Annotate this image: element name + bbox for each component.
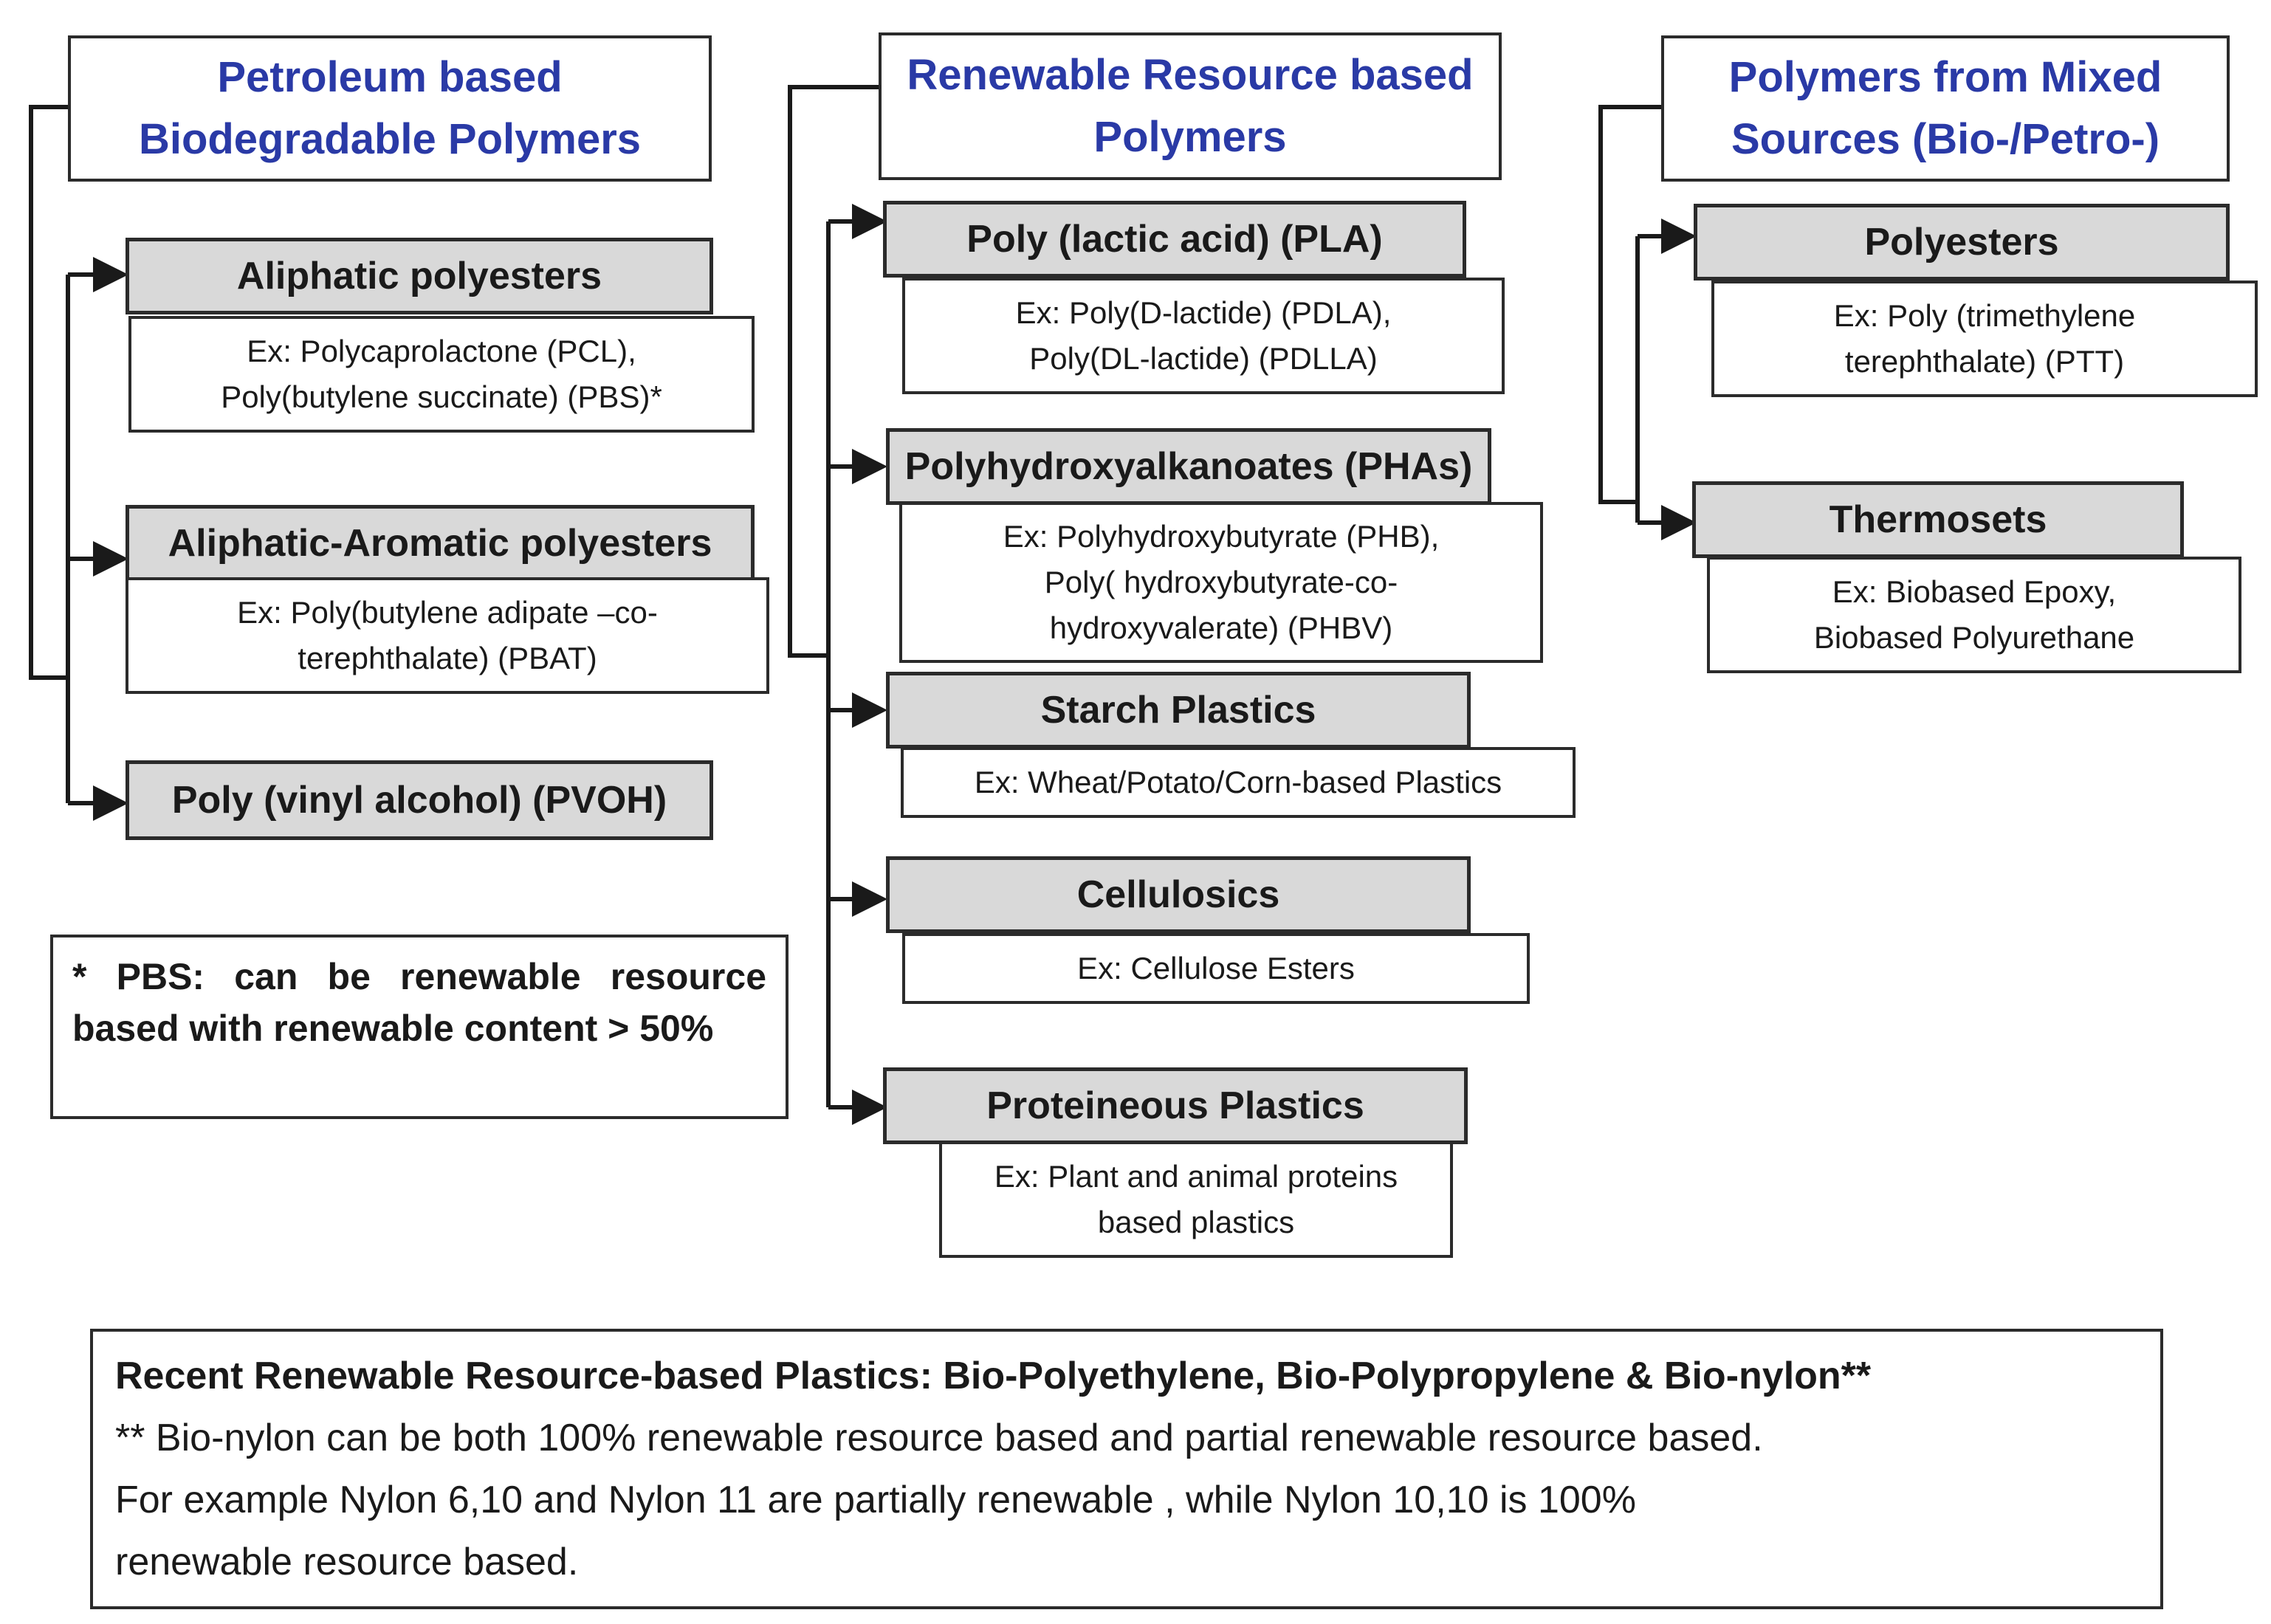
header-mixed-line1: Polymers from Mixed xyxy=(1728,53,2162,101)
category-pha: Polyhydroxyalkanoates (PHAs) xyxy=(886,428,1491,505)
category-starch-plastics: Starch Plastics xyxy=(886,672,1471,749)
category-mixed-polyesters: Polyesters xyxy=(1694,204,2230,281)
example-starch: Ex: Wheat/Potato/Corn-based Plastics xyxy=(901,747,1576,818)
header-petroleum-line1: Petroleum based xyxy=(217,53,563,101)
example-aliphatic: Ex: Polycaprolactone (PCL), Poly(butylen… xyxy=(128,316,755,433)
example-mixed-polyesters: Ex: Poly (trimethylene terephthalate) (P… xyxy=(1711,281,2258,397)
example-line: Biobased Polyurethane xyxy=(1813,620,2135,655)
example-line: Ex: Wheat/Potato/Corn-based Plastics xyxy=(974,765,1502,799)
pbs-footnote: * PBS: can be renewable resource based w… xyxy=(50,935,789,1119)
header-petroleum: Petroleum based Biodegradable Polymers xyxy=(68,35,712,182)
bottom-footnote-line: ** Bio-nylon can be both 100% renewable … xyxy=(115,1417,1763,1459)
category-aliphatic-aromatic-polyesters: Aliphatic-Aromatic polyesters xyxy=(126,505,755,582)
category-title: Polyhydroxyalkanoates (PHAs) xyxy=(904,445,1473,488)
example-cellulosics: Ex: Cellulose Esters xyxy=(902,933,1530,1004)
example-line: Ex: Polycaprolactone (PCL), xyxy=(247,334,636,368)
header-mixed-line2: Sources (Bio-/Petro-) xyxy=(1731,115,2160,163)
header-petroleum-line2: Biodegradable Polymers xyxy=(138,115,642,163)
example-line: terephthalate) (PTT) xyxy=(1844,344,2125,379)
example-line: hydroxyvalerate) (PHBV) xyxy=(1049,610,1393,645)
category-title: Polyesters xyxy=(1864,221,2059,264)
example-line: Ex: Cellulose Esters xyxy=(1077,951,1355,985)
category-title: Thermosets xyxy=(1829,498,2047,541)
category-title: Poly (vinyl alcohol) (PVOH) xyxy=(171,779,667,822)
example-line: Poly( hydroxybutyrate-co- xyxy=(1044,565,1398,599)
example-line: terephthalate) (PBAT) xyxy=(298,641,597,675)
bottom-footnote-heading: Recent Renewable Resource-based Plastics… xyxy=(115,1355,1872,1397)
category-title: Proteineous Plastics xyxy=(986,1084,1364,1127)
example-pla: Ex: Poly(D-lactide) (PDLA), Poly(DL-lact… xyxy=(902,278,1505,394)
header-renewable-line1: Renewable Resource based xyxy=(907,51,1474,99)
category-title: Poly (lactic acid) (PLA) xyxy=(966,218,1383,261)
category-title: Aliphatic polyesters xyxy=(236,255,602,297)
example-protein: Ex: Plant and animal proteins based plas… xyxy=(939,1141,1453,1258)
pbs-footnote-text: * PBS: can be renewable resource based w… xyxy=(72,956,766,1049)
category-pvoh: Poly (vinyl alcohol) (PVOH) xyxy=(126,760,713,840)
example-line: Ex: Poly(butylene adipate –co- xyxy=(237,595,658,630)
header-renewable-line2: Polymers xyxy=(1093,113,1287,161)
category-aliphatic-polyesters: Aliphatic polyesters xyxy=(126,238,713,314)
bottom-footnote-line: renewable resource based. xyxy=(115,1541,579,1583)
example-pha: Ex: Polyhydroxybutyrate (PHB), Poly( hyd… xyxy=(899,502,1543,663)
category-title: Cellulosics xyxy=(1076,873,1280,916)
category-proteineous-plastics: Proteineous Plastics xyxy=(883,1067,1468,1144)
category-title: Starch Plastics xyxy=(1040,689,1316,732)
example-thermosets: Ex: Biobased Epoxy, Biobased Polyurethan… xyxy=(1707,557,2241,673)
example-line: Poly(butylene succinate) (PBS)* xyxy=(221,379,662,414)
category-thermosets: Thermosets xyxy=(1692,481,2184,558)
bottom-footnote: Recent Renewable Resource-based Plastics… xyxy=(90,1329,2163,1609)
example-line: Ex: Poly (trimethylene xyxy=(1833,298,2136,333)
example-line: based plastics xyxy=(1097,1205,1295,1239)
example-line: Ex: Plant and animal proteins xyxy=(994,1159,1398,1194)
example-line: Ex: Biobased Epoxy, xyxy=(1832,574,2117,609)
category-pla: Poly (lactic acid) (PLA) xyxy=(883,201,1466,278)
header-mixed: Polymers from Mixed Sources (Bio-/Petro-… xyxy=(1661,35,2230,182)
example-line: Ex: Poly(D-lactide) (PDLA), xyxy=(1015,295,1392,330)
category-title: Aliphatic-Aromatic polyesters xyxy=(168,522,712,565)
bottom-footnote-line: For example Nylon 6,10 and Nylon 11 are … xyxy=(115,1479,1636,1521)
example-line: Ex: Polyhydroxybutyrate (PHB), xyxy=(1003,519,1440,554)
category-cellulosics: Cellulosics xyxy=(886,856,1471,933)
header-renewable: Renewable Resource based Polymers xyxy=(879,32,1502,180)
example-line: Poly(DL-lactide) (PDLLA) xyxy=(1029,341,1378,376)
example-aliphatic-aromatic: Ex: Poly(butylene adipate –co- terephtha… xyxy=(126,577,769,694)
